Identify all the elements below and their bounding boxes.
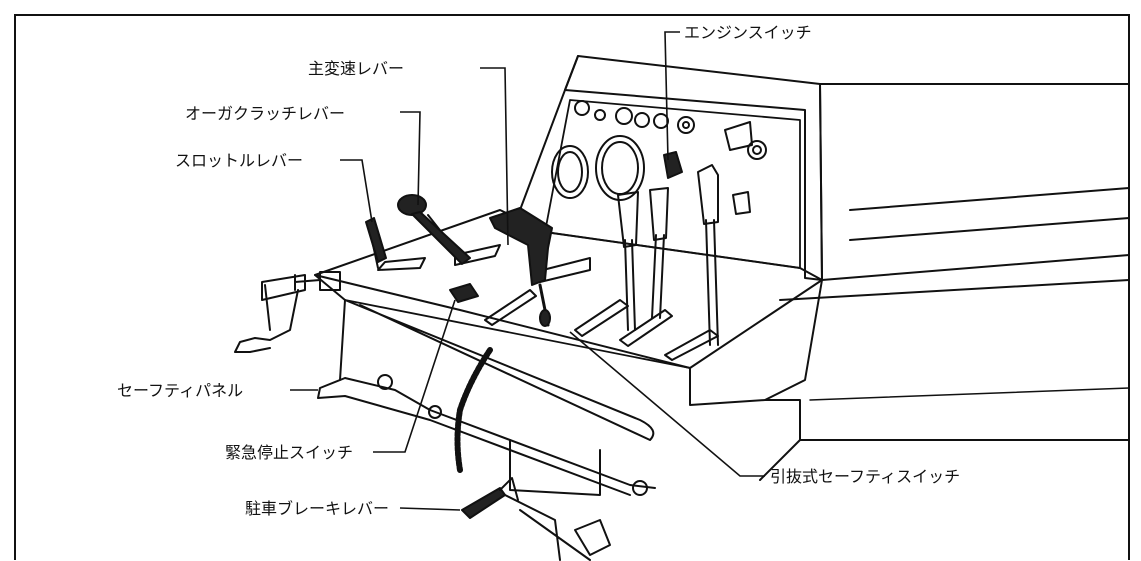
instrument-panel-housing bbox=[564, 55, 823, 281]
label-pull-safety-switch: 引抜式セーフティスイッチ bbox=[770, 467, 960, 486]
callout-labels: エンジンスイッチ 主変速レバー オーガクラッチレバー スロットルレバー セーフテ… bbox=[117, 23, 960, 518]
crank-handle bbox=[234, 271, 341, 353]
leader-lines bbox=[290, 31, 765, 511]
parking-brake-lever-shape bbox=[461, 487, 506, 519]
panel-indicators bbox=[551, 100, 767, 215]
label-emergency-stop-switch: 緊急停止スイッチ bbox=[225, 443, 353, 462]
label-parking-brake-lever: 駐車ブレーキレバー bbox=[245, 499, 389, 518]
label-auger-clutch-lever: オーガクラッチレバー bbox=[185, 104, 345, 123]
body-rear bbox=[819, 83, 1130, 281]
safety-bar bbox=[344, 299, 655, 441]
label-engine-switch: エンジンスイッチ bbox=[684, 23, 812, 42]
body-lines bbox=[779, 187, 1130, 301]
label-safety-panel: セーフティパネル bbox=[117, 381, 243, 400]
diagram-frame bbox=[14, 14, 1130, 560]
conduit bbox=[454, 347, 493, 473]
tall-lever-3 bbox=[705, 219, 719, 346]
label-main-shift-lever: 主変速レバー bbox=[308, 59, 404, 78]
machine-illustration bbox=[234, 55, 1130, 561]
tall-lever-1 bbox=[624, 239, 636, 331]
instrument-panel-face bbox=[544, 99, 801, 269]
tall-lever-2 bbox=[651, 234, 665, 319]
body-lower bbox=[759, 399, 1130, 481]
main-shift-lever-shape bbox=[489, 207, 553, 286]
label-throttle-lever: スロットルレバー bbox=[175, 151, 303, 170]
